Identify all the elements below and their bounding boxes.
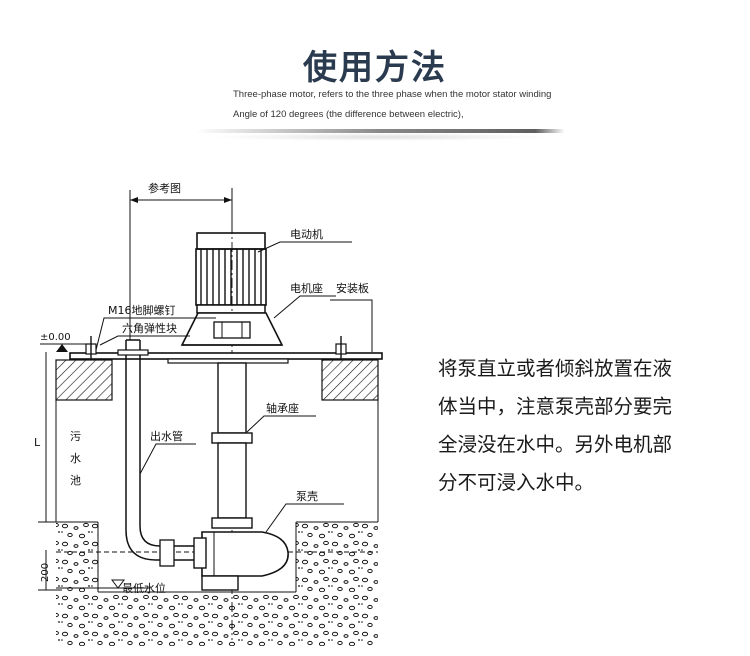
leader-lines — [95, 241, 373, 533]
label-motor: 电动机 — [290, 227, 323, 241]
level-mark: ±0.00 — [40, 332, 86, 352]
subtitle-line-2: Angle of 120 degrees (the difference bet… — [233, 109, 464, 120]
description-line-4: 分不可浸入水中。 — [438, 471, 595, 494]
foundation-right — [321, 336, 379, 401]
motor-seat — [180, 312, 284, 346]
description-line-3: 全浸没在水中。另外电机部 — [438, 433, 673, 456]
label-motor-seat: 电机座 — [290, 281, 323, 295]
title-divider — [195, 129, 565, 133]
pump-shaft — [211, 362, 253, 529]
label-dim-200: 200 — [40, 563, 51, 582]
label-sewage-pool-2: 水 — [70, 452, 81, 465]
label-sewage-pool-1: 污 — [70, 430, 81, 443]
label-sewage-pool-3: 池 — [70, 474, 81, 487]
outlet-pipe — [117, 339, 194, 567]
label-bearing-seat: 轴承座 — [266, 401, 299, 415]
label-outlet-pipe: 出水管 — [150, 429, 183, 443]
usage-description: 将泵直立或者倾斜放置在液 体当中，注意泵壳部分要完 全浸没在水中。另外电机部 分… — [438, 350, 728, 502]
foundation-left — [55, 336, 113, 401]
label-pump-casing: 泵壳 — [296, 489, 318, 503]
label-hex-elastic-block: 六角弹性块 — [122, 321, 177, 335]
subtitle-line-1: Three-phase motor, refers to the three p… — [233, 89, 552, 100]
description-line-1: 将泵直立或者倾斜放置在液 — [438, 357, 673, 380]
title-divider-shadow — [210, 133, 550, 141]
label-anchor-bolt: M16地脚螺钉 — [108, 303, 176, 317]
pool-walls — [55, 400, 379, 522]
page-title: 使用方法 — [303, 48, 447, 88]
pool-bottom — [56, 521, 378, 646]
label-level-mark: ±0.00 — [40, 332, 71, 343]
label-reference: 参考图 — [148, 181, 181, 195]
label-dim-l: L — [34, 436, 41, 449]
motor — [195, 188, 267, 640]
label-min-water-level: 最低水位 — [122, 581, 166, 595]
description-line-2: 体当中，注意泵壳部分要完 — [438, 395, 673, 418]
label-mounting-plate: 安装板 — [336, 281, 369, 295]
pump-casing — [193, 531, 289, 591]
